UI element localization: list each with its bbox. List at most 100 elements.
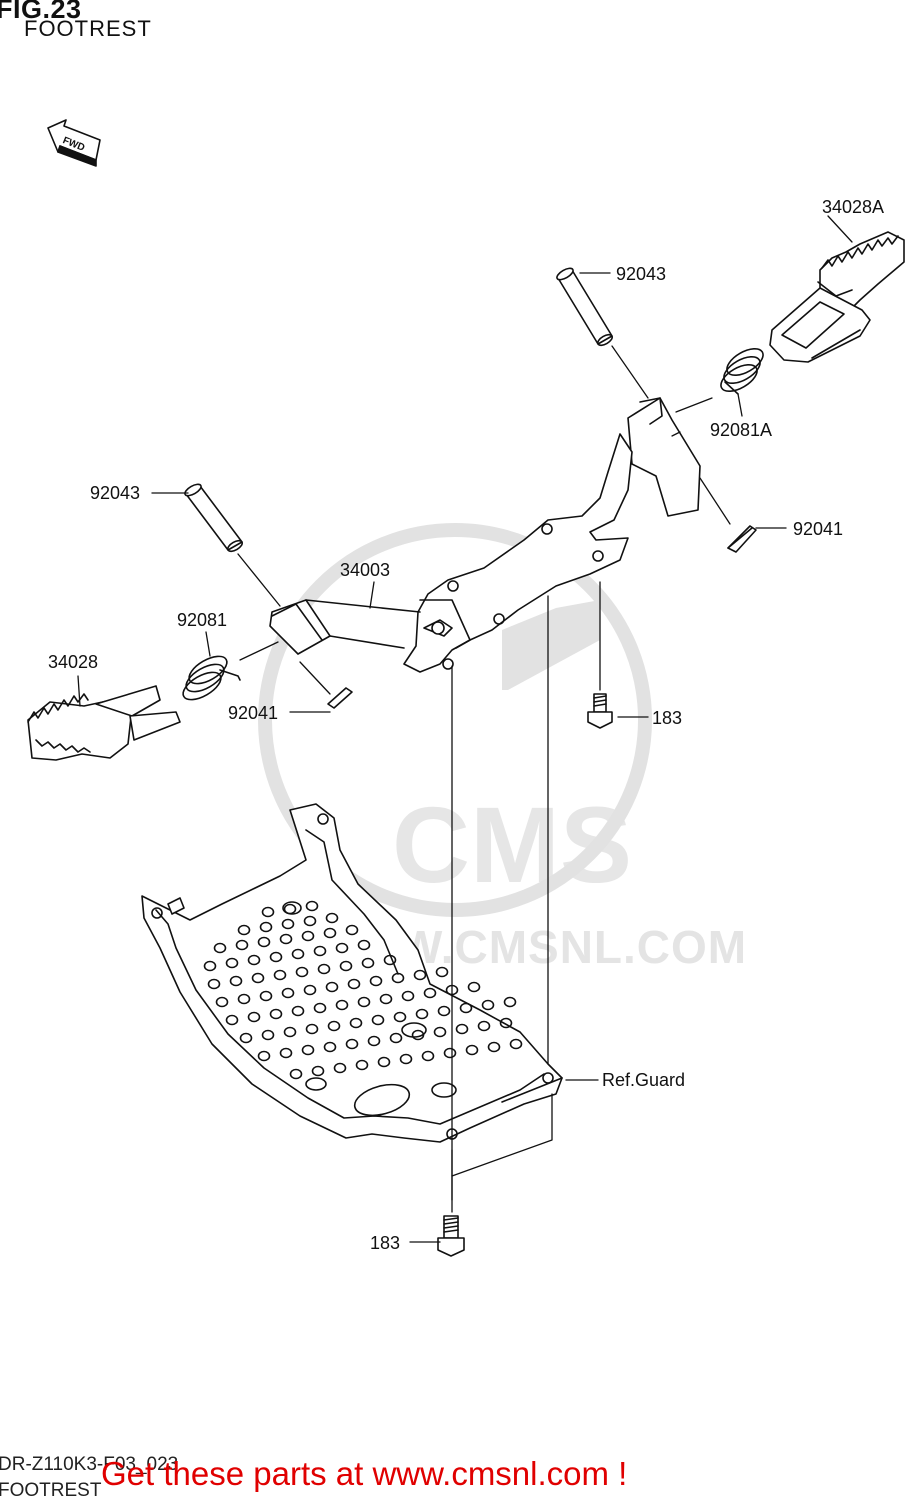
fwd-arrow-icon: [47, 119, 101, 167]
guard-hole: [467, 981, 481, 993]
guard-hole: [393, 1011, 407, 1023]
guard-hole: [371, 1014, 385, 1026]
pin-left-92043: [184, 483, 244, 553]
footpeg-right-34028A: [769, 231, 905, 363]
part-label-92043-left[interactable]: 92043: [90, 483, 141, 503]
guard-hole: [229, 975, 243, 987]
guard-hole: [487, 1041, 501, 1053]
part-label-92041-right[interactable]: 92041: [793, 519, 844, 539]
guard-hole: [443, 1047, 457, 1059]
promo-link[interactable]: Get these parts at www.cmsnl.com !: [101, 1455, 628, 1492]
part-label-34028[interactable]: 34028: [48, 652, 99, 672]
part-label-34003[interactable]: 34003: [340, 560, 391, 580]
guard-hole: [399, 1053, 413, 1065]
part-label-34028A[interactable]: 34028A: [822, 197, 885, 217]
guard-hole: [357, 996, 371, 1008]
figure-subtitle: FOOTREST: [24, 16, 152, 41]
guard-hole: [369, 975, 383, 987]
part-label-92081A[interactable]: 92081A: [710, 420, 773, 440]
part-label-92043-right[interactable]: 92043: [616, 264, 667, 284]
guard-hole: [349, 1017, 363, 1029]
guard-hole: [313, 1002, 327, 1014]
guard-hole: [477, 1020, 491, 1032]
guard-hole: [257, 936, 271, 948]
guard-hole: [291, 948, 305, 960]
guard-hole: [239, 1032, 253, 1044]
guard-hole: [225, 1014, 239, 1026]
guard-hole: [391, 972, 405, 984]
guard-hole: [251, 972, 265, 984]
guard-hole: [355, 1059, 369, 1071]
guard-hole: [377, 1056, 391, 1068]
guard-hole: [313, 945, 327, 957]
guard-hole: [305, 900, 319, 912]
guard-hole: [269, 951, 283, 963]
guard-hole: [247, 954, 261, 966]
guard-hole: [301, 1044, 315, 1056]
guard-hole: [323, 1041, 337, 1053]
ref-guard-label[interactable]: Ref.Guard: [602, 1070, 686, 1090]
guard-hole: [303, 915, 317, 927]
part-label-92081[interactable]: 92081: [177, 610, 228, 630]
guard-hole: [295, 966, 309, 978]
guard-hole: [281, 918, 295, 930]
part-label-183-lower[interactable]: 183: [370, 1233, 401, 1253]
guard-hole: [423, 987, 437, 999]
diagram-code: DR-Z110K3-F03_023: [0, 1454, 179, 1475]
cotter-pin-right-92041: [727, 525, 757, 553]
part-label-92041-left[interactable]: 92041: [228, 703, 279, 723]
guard-hole: [345, 924, 359, 936]
guard-hole: [339, 960, 353, 972]
guard-hole: [215, 996, 229, 1008]
footrest-bar-34003: [269, 397, 701, 690]
guard-hole: [345, 1038, 359, 1050]
guard-hole: [421, 1050, 435, 1062]
guard-hole: [225, 957, 239, 969]
guard-hole: [269, 1008, 283, 1020]
guard-hole: [279, 1047, 293, 1059]
guard-hole: [455, 1023, 469, 1035]
guard-hole: [259, 921, 273, 933]
guard-hole: [335, 999, 349, 1011]
guard-hole: [305, 1023, 319, 1035]
guard-hole: [503, 996, 517, 1008]
guard-hole: [259, 990, 273, 1002]
guard-hole: [273, 969, 287, 981]
part-label-183-upper[interactable]: 183: [652, 708, 683, 728]
guard-hole: [281, 987, 295, 999]
guard-hole: [317, 963, 331, 975]
guard-hole: [213, 942, 227, 954]
guard-hole: [433, 1026, 447, 1038]
guard-hole: [389, 1032, 403, 1044]
guard-hole: [301, 930, 315, 942]
bolt-183-lower: [437, 1215, 465, 1257]
bolt-183-upper: [587, 693, 613, 729]
guard-hole: [237, 993, 251, 1005]
guard-hole: [465, 1044, 479, 1056]
guard-hole: [283, 1026, 297, 1038]
guard-hole: [291, 1005, 305, 1017]
spring-right-92081A: [720, 347, 764, 395]
guard-hole: [347, 978, 361, 990]
guard-hole: [367, 1035, 381, 1047]
guard-hole: [279, 933, 293, 945]
guard-hole: [401, 990, 415, 1002]
guard-hole: [335, 942, 349, 954]
skid-guard: [141, 803, 563, 1143]
guard-hole: [481, 999, 495, 1011]
guard-hole: [283, 903, 297, 915]
guard-hole: [303, 984, 317, 996]
guard-hole: [383, 954, 397, 966]
guard-hole: [361, 957, 375, 969]
guard-hole: [247, 1011, 261, 1023]
diagram-subtitle-footer: FOOTREST: [0, 1480, 102, 1500]
guard-hole: [311, 1065, 325, 1077]
guard-hole: [415, 1008, 429, 1020]
guard-hole: [325, 981, 339, 993]
guard-hole: [203, 960, 217, 972]
guard-hole: [325, 912, 339, 924]
guard-hole: [261, 906, 275, 918]
leader-lines: [77, 215, 853, 1243]
